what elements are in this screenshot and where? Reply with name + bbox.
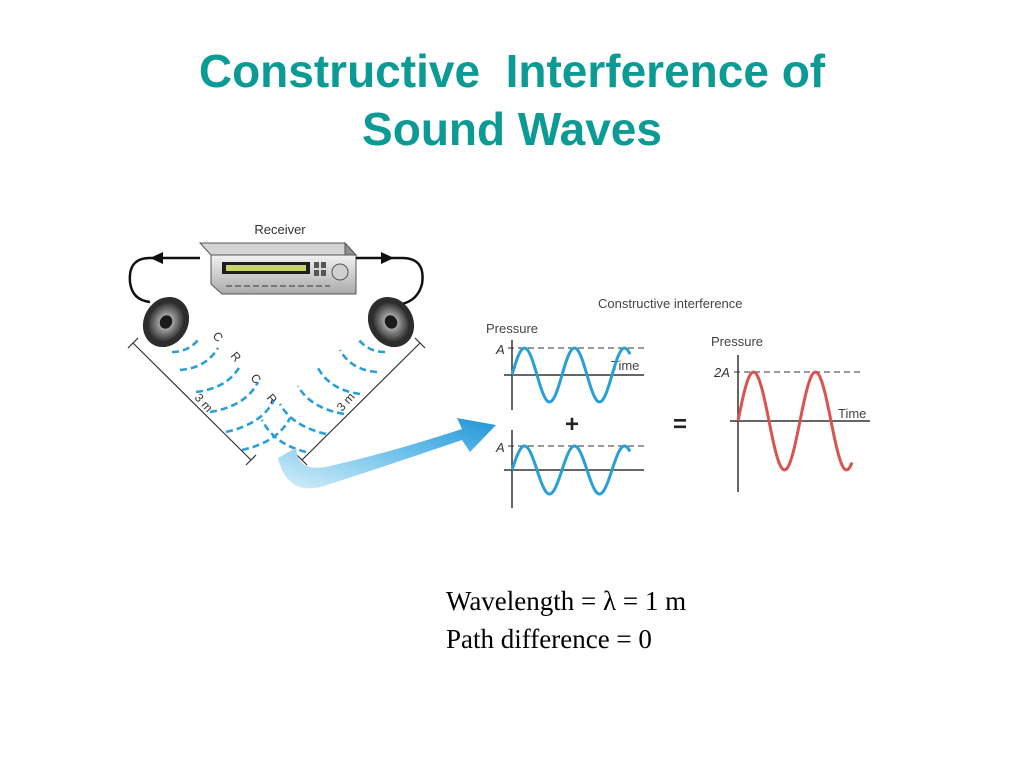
slide-title: Constructive Interference of Sound Waves [0,42,1024,158]
amplitude-label-top: A [495,342,505,357]
arrow-right-icon [381,252,394,264]
marker-r-2: R [264,391,281,407]
wave-sum [736,370,854,472]
speaker-right-icon [367,296,415,348]
amplitude-label-2a: 2A [713,365,730,380]
path-difference-text: Path difference = 0 [446,624,652,654]
wave-top [510,346,632,404]
right-x-label: Time [838,406,866,421]
wave-arcs-left [171,339,292,452]
marker-c-1: C [210,329,227,345]
title-line-2: Sound Waves [362,103,662,155]
marker-r-1: R [228,349,245,365]
left-graphs: Pressure A Time A [486,321,644,508]
wavelength-text: Wavelength = λ = 1 m [446,586,687,616]
arrow-left-icon [150,252,163,264]
panel-title: Constructive interference [598,296,743,311]
transfer-arrow-icon [278,418,496,489]
receiver-label: Receiver [254,222,306,237]
right-graph: Pressure 2A Time [711,334,870,492]
left-x-label-top: Time [611,358,639,373]
wave-arcs-right [260,339,386,454]
wave-bottom [510,444,632,496]
left-y-label: Pressure [486,321,538,336]
speaker-left-icon [142,296,190,348]
distance-lines [127,337,426,466]
cables [128,252,424,306]
receiver: Receiver [198,222,358,295]
path-markers: C R C R [210,329,281,407]
title-line-1: Constructive Interference of [198,45,826,97]
amplitude-label-bottom: A [495,440,505,455]
caption: Wavelength = λ = 1 m Path difference = 0 [446,582,686,658]
knob-icon [331,263,349,281]
right-y-label: Pressure [711,334,763,349]
equals-sign: = [673,411,687,438]
plus-sign: + [565,411,579,438]
